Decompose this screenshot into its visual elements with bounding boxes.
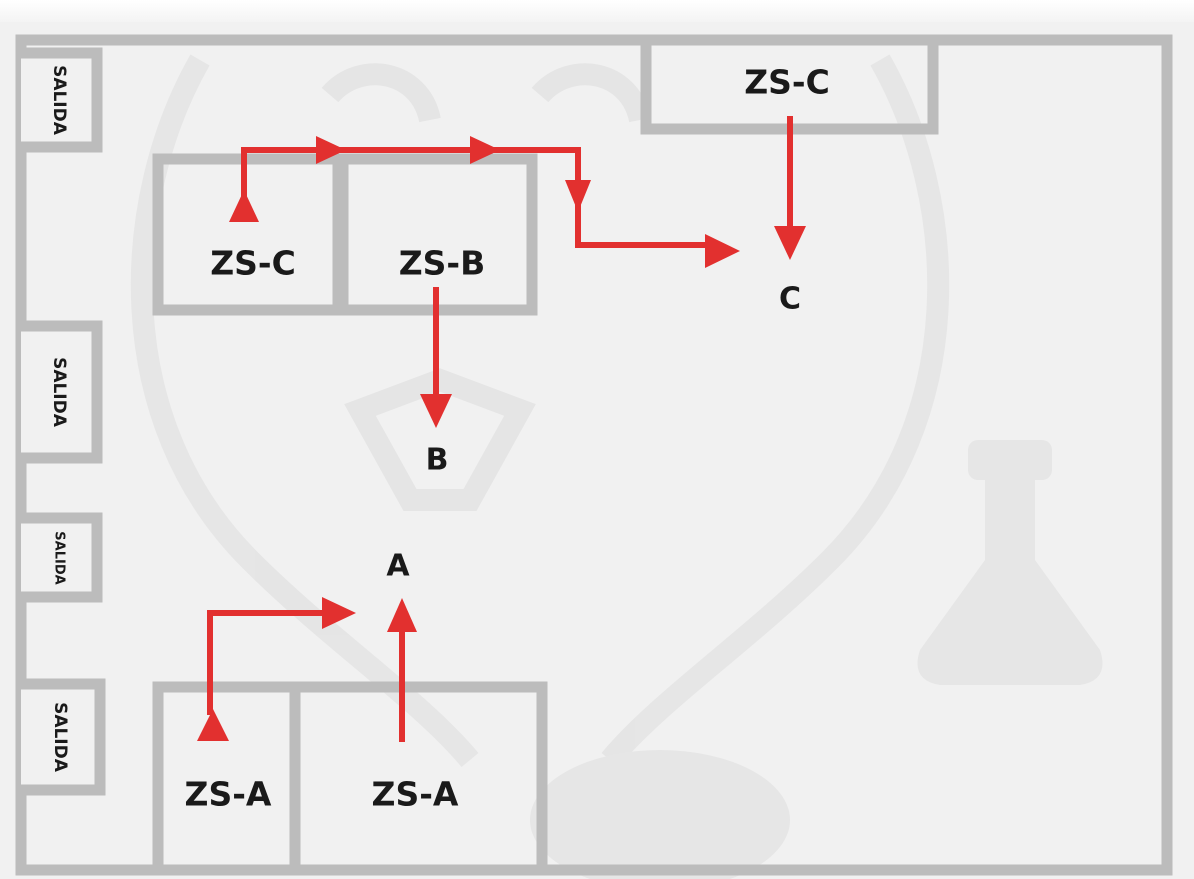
route-zs-c-top-to-c: [774, 116, 806, 260]
zone-label-zs-c-top: ZS-C: [744, 63, 830, 102]
arrow-head-up-icon: [229, 190, 259, 222]
watermark-mascot: [130, 54, 950, 768]
destination-label-c: C: [779, 282, 801, 317]
arrow-head-down-icon: [774, 226, 806, 260]
room-zs-c-left: [152, 153, 344, 316]
destination-label-b: B: [426, 443, 449, 478]
arrow-head-up-icon: [387, 598, 417, 632]
route-zs-b-to-b: [420, 287, 452, 428]
exit-2: SALIDA: [21, 320, 103, 464]
arrow-head-right-icon: [322, 597, 356, 629]
arrow-head-right-icon: [705, 234, 740, 268]
arrow-head-right-icon: [470, 136, 500, 164]
exit-3: SALIDA: [21, 512, 103, 603]
zone-label-zs-b: ZS-B: [399, 244, 486, 283]
destination-label-a: A: [386, 549, 410, 584]
arrow-head-right-icon: [316, 136, 346, 164]
exit-2-label: SALIDA: [49, 357, 69, 428]
exit-3-label: SALIDA: [52, 531, 67, 584]
zone-label-zs-c-left: ZS-C: [210, 244, 296, 283]
route-zs-a-right-to-a: [387, 598, 417, 742]
zone-label-zs-a-left: ZS-A: [185, 775, 272, 814]
arrow-head-up-icon: [197, 709, 229, 741]
watermark-ball: [530, 750, 790, 879]
watermark-flask: [917, 440, 1103, 685]
route-zs-a-left-to-a: [197, 597, 356, 741]
arrow-head-down-icon: [420, 394, 452, 428]
exit-1: SALIDA: [21, 47, 103, 153]
exit-4: SALIDA: [21, 678, 106, 796]
top-band: [0, 0, 1194, 22]
route-zs-c-left-to-c: [241, 147, 710, 248]
exit-1-label: SALIDA: [49, 65, 69, 136]
zone-label-zs-a-right: ZS-A: [372, 775, 459, 814]
room-zs-a-block: [152, 681, 548, 870]
exit-4-label: SALIDA: [50, 702, 70, 773]
arrow-head-down-icon: [565, 180, 591, 212]
